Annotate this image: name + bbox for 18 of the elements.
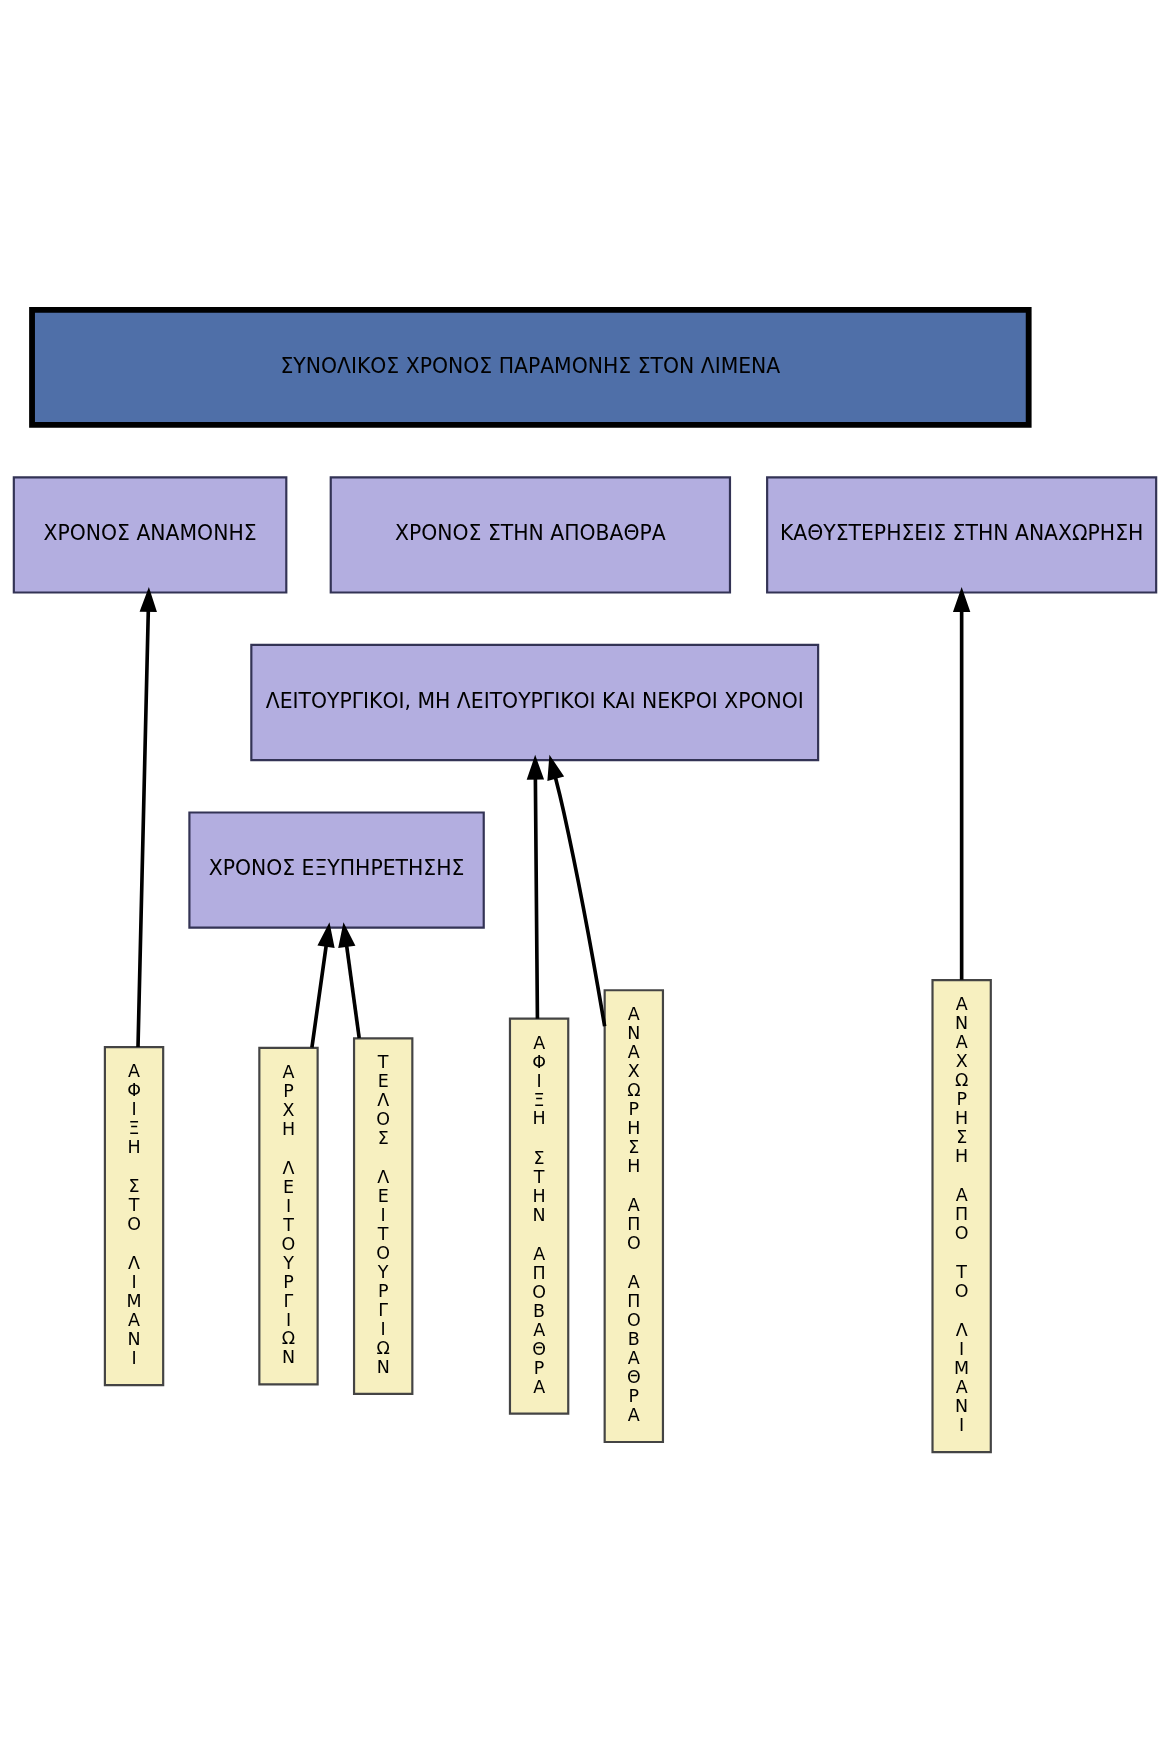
arrow <box>547 754 607 1027</box>
node-box: ΑΦΙΞΗ ΣΤΟ ΛΙΜΑΝΙ <box>103 1046 165 1387</box>
node-box: ΧΡΟΝΟΣ ΣΤΗΝ ΑΠΟΒΑΘΡΑ <box>329 476 732 594</box>
arrow <box>338 922 361 1039</box>
node-box: ΑΡΧΗ ΛΕΙΤΟΥΡΓΙΩΝ <box>258 1046 319 1386</box>
node-box: ΧΡΟΝΟΣ ΑΝΑΜΟΝΗΣ <box>12 476 288 594</box>
node-box: ΣΥΝΟΛΙΚΟΣ ΧΡΟΝΟΣ ΠΑΡΑΜΟΝΗΣ ΣΤΟΝ ΛΙΜΕΝΑ <box>29 306 1032 428</box>
node-box: ΑΦΙΞΗ ΣΤΗΝ ΑΠΟΒΑΘΡΑ <box>508 1017 570 1415</box>
node-box: ΑΝΑΧΩΡΗΣΗ ΑΠΟ ΑΠΟΒΑΘΡΑ <box>603 989 665 1444</box>
arrow <box>310 922 335 1048</box>
node-box: ΑΝΑΧΩΡΗΣΗ ΑΠΟ ΤΟ ΛΙΜΑΝΙ <box>931 979 992 1454</box>
node-box: ΚΑΘΥΣΤΕΡΗΣΕΙΣ ΣΤΗΝ ΑΝΑΧΩΡΗΣΗ <box>766 476 1158 594</box>
arrow <box>136 587 157 1048</box>
arrow <box>526 754 545 1019</box>
node-box: ΛΕΙΤΟΥΡΓΙΚΟΙ, ΜΗ ΛΕΙΤΟΥΡΓΙΚΟΙ ΚΑΙ ΝΕΚΡΟΙ ΧΡΟΝΟΙ <box>250 643 820 762</box>
node-box: ΧΡΟΝΟΣ ΕΞΥΠΗΡΕΤΗΣΗΣ <box>188 811 485 929</box>
node-box: ΤΕΛΟΣ ΛΕΙΤΟΥΡΓΙΩΝ <box>352 1037 414 1395</box>
arrow <box>952 587 971 980</box>
